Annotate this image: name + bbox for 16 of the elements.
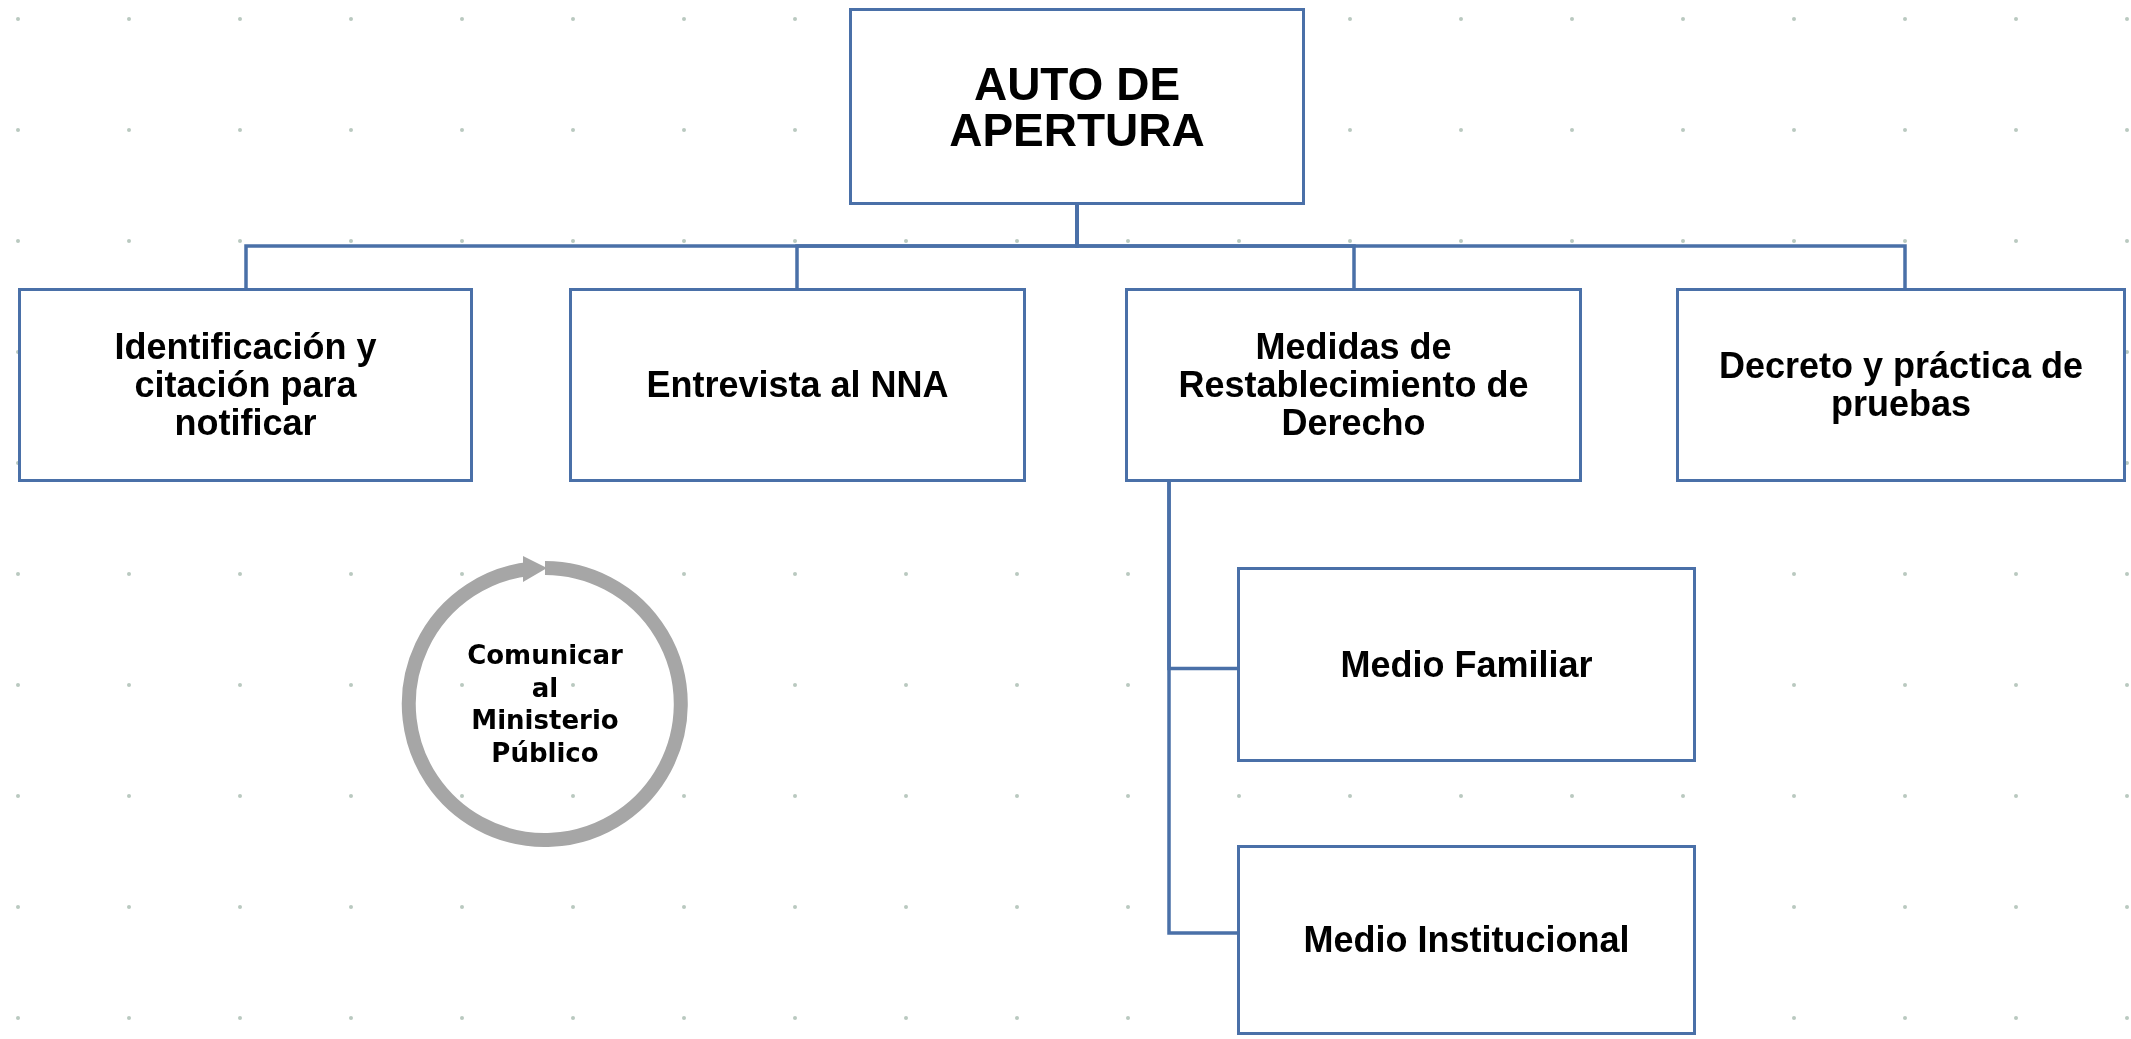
process-box bbox=[1237, 567, 1696, 762]
box-label: Identificación y citación para notificar bbox=[113, 328, 378, 442]
circle-label: Comunicar al Ministerio Público bbox=[466, 639, 624, 769]
process-box bbox=[1237, 845, 1696, 1035]
box-label: Entrevista al NNA bbox=[645, 366, 950, 404]
process-box bbox=[18, 288, 473, 482]
process-box bbox=[569, 288, 1026, 482]
box-label: Medio Familiar bbox=[1339, 645, 1594, 684]
box-label: AUTO DE APERTURA bbox=[948, 60, 1206, 153]
connector-line bbox=[1167, 482, 1237, 935]
box-label: Medidas de Restablecimiento de Derecho bbox=[1177, 328, 1530, 442]
box-label: Medio Institucional bbox=[1302, 921, 1631, 959]
process-box bbox=[1125, 288, 1582, 482]
process-box bbox=[849, 8, 1305, 205]
box-label: Decreto y práctica de pruebas bbox=[1717, 347, 2085, 423]
process-box bbox=[1676, 288, 2126, 482]
